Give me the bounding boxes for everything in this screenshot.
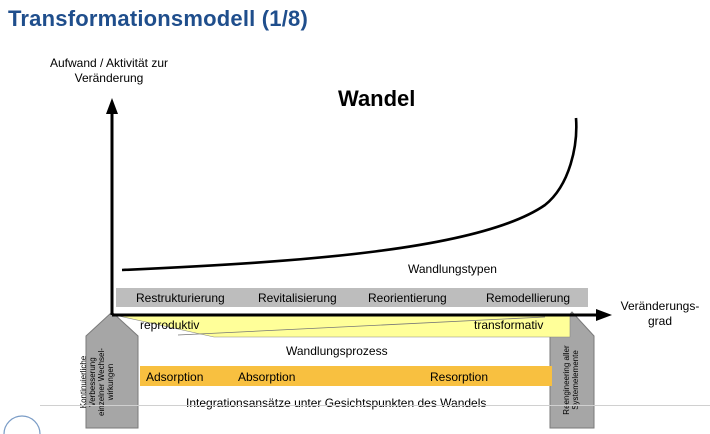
wandlungsprozess-label: Wandlungsprozess [286,344,388,358]
process-divider [177,316,546,336]
integration-label: Integrationsansätze unter Gesichtspunkte… [186,396,487,410]
type-reorientierung: Reorientierung [368,291,447,305]
y-axis-label: Aufwand / Aktivität zur Veränderung [49,56,169,85]
x-axis-label: Veränderungs-grad [620,299,700,328]
left-pillar-text: Kontinuierliche Verbesserung einzelner W… [79,348,115,416]
integration-adsorption: Adsorption [146,370,204,384]
page-title: Transformationsmodell (1/8) [8,6,309,31]
y-axis-arrow-icon [106,98,118,114]
type-restrukturierung: Restrukturierung [136,291,225,305]
curve-label: Wandel [338,86,416,111]
type-revitalisierung: Revitalisierung [258,291,337,305]
corner-circle-icon [3,415,41,434]
footer-divider [40,405,710,406]
wandlungstypen-bar [116,288,588,307]
process-right-label: transformativ [474,318,544,332]
wandel-curve [121,117,578,272]
process-left-label: reproduktiv [140,318,200,332]
x-axis-arrow-icon [596,309,612,321]
type-remodellierung: Remodellierung [486,291,571,305]
integration-absorption: Absorption [238,370,296,384]
integration-bar [140,366,552,386]
integration-resorption: Resorption [430,370,489,384]
left-pillar-shape [85,311,139,429]
right-pillar-text: Reengineering aller Systemelemente [562,345,580,415]
wandlungstypen-label: Wandlungstypen [408,262,497,276]
